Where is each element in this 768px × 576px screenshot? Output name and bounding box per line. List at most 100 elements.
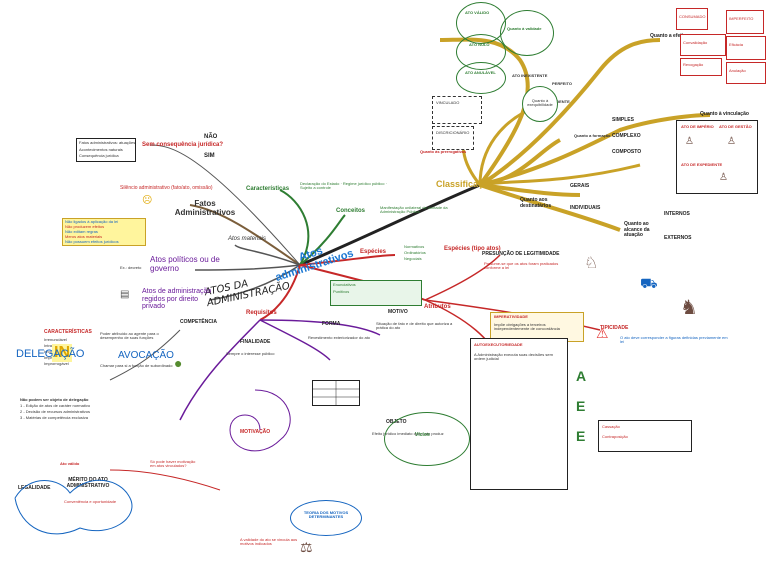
tipicidade-note: O ato deve corresponder a figuras defini… <box>620 335 728 345</box>
especies-list-box: Enunciativos Punitivos <box>330 280 422 306</box>
externos-label: EXTERNOS <box>664 235 692 241</box>
avocacao-label: AVOCAÇÃO <box>118 350 174 361</box>
yellow-line1: Não ligados à aplicação da lei <box>65 219 119 224</box>
atributos-branch: Atributos <box>424 304 451 310</box>
efeito-box-1: CONSUMADO <box>676 8 708 30</box>
avocacao-note: Chamar para si a função de subordinado <box>100 363 173 368</box>
exequibilidade-circle: Quanto à exequibilidade <box>522 86 558 122</box>
quanto-efeitos-label: Quanto a efeitos <box>650 33 690 39</box>
delegacao-item-2: 2 - Decisão de recursos administrativos <box>20 409 91 414</box>
imperatividade-label: IMPERATIVIDADE <box>494 314 528 319</box>
yellow-line2: Não produzem efeitos <box>65 224 105 229</box>
especie-3: Negociais <box>404 256 422 261</box>
warning-icon: ⚠ <box>596 325 609 341</box>
atos-privado: Atos de administração regidos por direit… <box>142 288 212 311</box>
person-icon-2: ♙ <box>727 136 736 147</box>
efeito-box-5: Revogação <box>680 58 722 76</box>
especie-list-4: Enunciativos <box>333 282 356 287</box>
ato-inexistente-label: ATO INEXISTENTE <box>512 73 548 78</box>
merito-note: Conveniência e oportunidade <box>64 499 117 504</box>
oval-1-label: ATO VÁLIDO <box>465 10 490 15</box>
oval-3-label: ATO ANULÁVEL <box>465 70 496 75</box>
yellow-line4: Meros atos materiais <box>65 234 103 239</box>
atos-materiais: Atos materiais <box>228 236 267 242</box>
officer-icon: ♞ <box>680 297 698 319</box>
quanto-validade-oval: Quanto à validade <box>500 10 554 56</box>
delegacao-item-1: 1 - Edição de atos de caráter normativo <box>20 403 91 408</box>
caracteristicas-note: Declaração do Estado · Regime jurídico p… <box>300 181 387 191</box>
carac-item-5: Improrrogável <box>44 361 69 366</box>
motivo-label: MOTIVO <box>388 309 408 315</box>
conceito-note: Manifestação unilateral de vontade da Ad… <box>380 205 448 215</box>
atos-politicos: Atos políticos ou de governo <box>150 255 220 273</box>
efeito-2: IMPERFEITO <box>729 16 754 21</box>
forma-table-grid <box>313 381 359 405</box>
vicios-oval: Vícios <box>384 412 470 466</box>
internos-label: INTERNOS <box>664 211 690 217</box>
efeito-3: Convalidação <box>683 40 708 45</box>
autoexecutoriedade-box: AUTOEXECUTORIEDADE A Administração execu… <box>470 338 568 490</box>
oval-3: ATO ANULÁVEL <box>456 62 506 94</box>
delegacao-label: DELEGAÇÃO <box>16 348 85 360</box>
especies-branch: Espécies <box>360 249 387 255</box>
quanto-vinculacao-label: Quanto à vinculação <box>700 111 749 117</box>
sem-consequencia-box: Fatos administrativos: atuações Aconteci… <box>76 138 136 162</box>
ato-imperio: ATO DE IMPÉRIO <box>681 124 714 129</box>
finalidade-label: FINALIDADE <box>240 339 271 345</box>
caracteristicas-left-label: CARACTERÍSTICAS <box>44 329 92 335</box>
fatos-administrativos: Fatos Administrativos <box>174 199 236 217</box>
individuais-label: INDIVIDUAIS <box>570 205 601 211</box>
oval-2-label: ATO NULO <box>469 42 490 47</box>
dashed-box-1: VINCULADO <box>432 96 482 124</box>
yellow-line3: Não editam regras <box>65 229 98 234</box>
teoria-note: A validade do ato se vincula aos motivos… <box>240 537 298 547</box>
exequibilidade-label: Quanto à exequibilidade <box>527 98 553 108</box>
presuncao-note: Presume-se que os atos foram praticados … <box>484 261 559 271</box>
competencia-note: Poder atribuído ao agente para o desempe… <box>100 331 159 341</box>
perfeito-label: PERFEITO <box>552 81 572 86</box>
teoria-label: TEORIA DOS MOTIVOS DETERMINANTES <box>303 510 349 520</box>
vicios-label: Vícios <box>415 432 430 438</box>
motivacao-swirl <box>229 389 291 452</box>
sim-nao-note: Só pode haver motivação em atos vinculad… <box>150 459 196 469</box>
conceitos-branch: Conceitos <box>336 208 366 214</box>
gerais-label: GERAIS <box>570 183 590 189</box>
especies-tipo-branch: Espécies (tipo atos) <box>444 246 501 252</box>
tipicidade-label: TIPICIDADE <box>600 325 629 331</box>
person-icon-3: ♙ <box>719 172 728 183</box>
autoexec-label: AUTOEXECUTORIEDADE <box>474 342 523 347</box>
efeito-6: Anulação <box>729 68 746 73</box>
sem-consequencia-line1: Fatos administrativos: atuações <box>79 140 136 145</box>
nao-label: NÃO <box>204 134 218 140</box>
requisitos-branch: Requisitos <box>246 310 277 316</box>
aee-letter-e1: E <box>576 398 586 414</box>
quanto-formacao-label: Quanto a formação <box>574 133 611 138</box>
efeito-5: Revogação <box>683 62 704 67</box>
merito-label: MÉRITO DO ATO ADMINISTRATIVO <box>66 477 110 489</box>
complexo-label: COMPLEXO <box>612 133 641 139</box>
competencia-label: COMPETÊNCIA <box>180 319 217 325</box>
imperatividade-note: Impõe obrigações a terceiros independent… <box>494 322 560 332</box>
caracteristicas-branch: Características <box>246 186 290 192</box>
efeito-1: CONSUMADO <box>679 14 706 19</box>
aee-letter-a: A <box>576 368 587 384</box>
efeito-box-6: Anulação <box>726 62 766 84</box>
presuncao-label: PRESUNÇÃO DE LEGITIMIDADE <box>482 251 560 257</box>
person-icon-1: ♙ <box>685 136 694 147</box>
quanto-destinatarios-label: Quanto aos destinatários <box>520 197 552 209</box>
face-icon: ☹ <box>142 195 153 206</box>
sim-label: SIM <box>204 153 215 159</box>
delegacao-item-3: 3 - Matérias de competência exclusiva <box>20 415 89 420</box>
dashed-box-2: DISCRICIONÁRIO <box>432 126 474 150</box>
cassacao-label: Cassação <box>602 424 620 429</box>
in-logo: IN <box>52 344 72 362</box>
judge-icon: ♘ <box>584 255 599 272</box>
autoexec-note: A Administração executa suas decisões se… <box>474 352 553 362</box>
sem-consequencia-line3: Consequência jurídica <box>79 153 119 158</box>
quanto-alcance-label: Quanto ao alcance da atuação <box>624 221 650 238</box>
classificacao-branch: Classificação <box>436 179 494 189</box>
efeito-4: Eficácia <box>729 42 744 47</box>
efeito-box-4: Eficácia <box>726 36 766 60</box>
quanto-prerrogativas-label: Quanto às prerrogativas <box>420 149 467 154</box>
